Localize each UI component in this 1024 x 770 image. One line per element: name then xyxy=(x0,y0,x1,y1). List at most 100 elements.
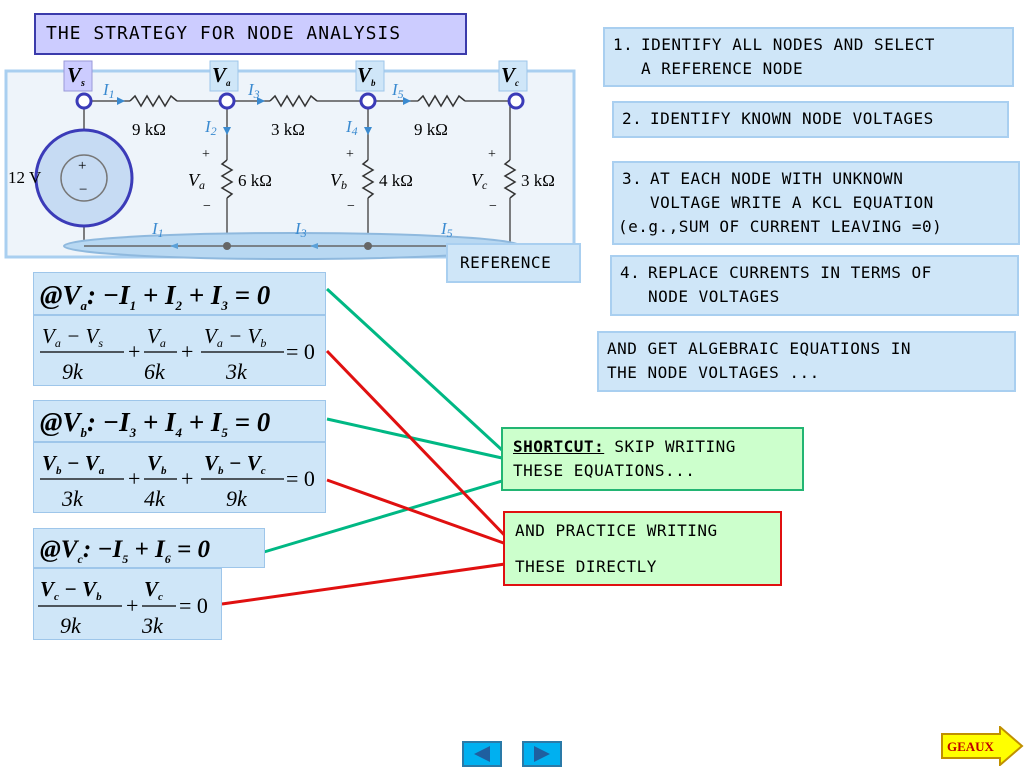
svg-text:+: + xyxy=(181,339,193,364)
resistor-label-6k: 6 kΩ xyxy=(238,171,272,190)
node-label-vb: Vb xyxy=(357,63,376,88)
svg-text:= 0: = 0 xyxy=(179,593,208,618)
bottom-current-label-i5: I5 xyxy=(440,219,453,240)
node-vb xyxy=(359,92,377,110)
practice-note: AND PRACTICE WRITING THESE DIRECTLY xyxy=(503,511,782,586)
svg-text:Vb: Vb xyxy=(147,451,167,477)
step-text: IDENTIFY ALL NODES AND SELECT xyxy=(641,35,935,54)
svg-text:Va: Va xyxy=(147,324,166,350)
equation-vc-nodal: Vc − Vb 9k + Vc 3k = 0 xyxy=(33,568,222,640)
step-2: 2. IDENTIFY KNOWN NODE VOLTAGES xyxy=(612,101,1009,138)
shortcut-note: SHORTCUT: SKIP WRITING THESE EQUATIONS... xyxy=(501,427,804,491)
bottom-current-label-i1: I1 xyxy=(151,219,164,240)
equation-va-kcl: @Va: −I1 + I2 + I3 = 0 xyxy=(33,272,326,315)
vlabel-va: Va xyxy=(188,170,205,192)
step-text: A REFERENCE NODE xyxy=(641,59,804,78)
vc-minus: − xyxy=(489,199,497,214)
step-text: AT EACH NODE WITH UNKNOWN xyxy=(650,169,904,188)
vlabel-vc: Vc xyxy=(471,170,488,192)
node-label-vs: Vs xyxy=(67,63,85,89)
source-minus: − xyxy=(79,182,87,198)
arrow-icon: GEAUX xyxy=(941,724,1024,768)
svg-text:Vc − Vb: Vc − Vb xyxy=(40,577,102,603)
svg-text:+: + xyxy=(181,466,193,491)
svg-text:+: + xyxy=(128,466,140,491)
resistor-label-9k-2: 9 kΩ xyxy=(414,120,448,139)
va-minus: − xyxy=(203,199,211,214)
step-1: 1. IDENTIFY ALL NODES AND SELECT A REFEREN… xyxy=(603,27,1014,87)
equation-va-nodal: Va − Vs 9k + Va 6k + Va − Vb 3k = 0 xyxy=(33,315,326,386)
svg-text:9k: 9k xyxy=(62,359,84,384)
va-plus: + xyxy=(202,147,210,162)
geaux-label: GEAUX xyxy=(947,739,995,754)
algebraic-line-2: THE NODE VOLTAGES ... xyxy=(607,363,820,382)
vb-plus: + xyxy=(346,147,354,162)
source-label: 12 V xyxy=(8,168,42,187)
step-number: 3. xyxy=(622,169,643,188)
node-vs xyxy=(75,92,93,110)
reference-label: REFERENCE xyxy=(446,243,581,283)
resistor-label-4k: 4 kΩ xyxy=(379,171,413,190)
eq-text: @Vc: −I5 + I6 = 0 xyxy=(40,536,210,566)
vc-plus: + xyxy=(488,147,496,162)
vlabel-vb: Vb xyxy=(330,170,347,192)
svg-text:Vc: Vc xyxy=(144,577,163,603)
resistor-label-3k-1: 3 kΩ xyxy=(271,120,305,139)
practice-line-1: AND PRACTICE WRITING xyxy=(515,521,718,540)
svg-text:Vb − Va: Vb − Va xyxy=(42,451,105,477)
svg-text:9k: 9k xyxy=(226,486,248,511)
svg-text:Va − Vb: Va − Vb xyxy=(204,324,266,350)
step-number: 2. xyxy=(622,109,643,128)
svg-text:9k: 9k xyxy=(60,613,82,638)
step-number: 1. xyxy=(613,35,634,54)
svg-text:3k: 3k xyxy=(141,613,164,638)
current-label-i5: I5 xyxy=(391,80,404,101)
voltage-source xyxy=(60,154,108,202)
algebraic-note: AND GET ALGEBRAIC EQUATIONS IN THE NODE V… xyxy=(597,331,1016,392)
shortcut-text: SKIP WRITING xyxy=(604,437,736,456)
vb-minus: − xyxy=(347,199,355,214)
node-vc xyxy=(507,92,525,110)
geaux-button[interactable]: GEAUX xyxy=(940,724,1024,768)
svg-text:3k: 3k xyxy=(61,486,84,511)
step-text: (e.g.,SUM OF CURRENT LEAVING =0) xyxy=(618,217,943,236)
source-plus: + xyxy=(78,158,86,174)
svg-text:+: + xyxy=(128,339,140,364)
shortcut-text-2: THESE EQUATIONS... xyxy=(513,461,696,480)
resistor-label-3k-2: 3 kΩ xyxy=(521,171,555,190)
eq-text: @Vb: −I3 + I4 + I5 = 0 xyxy=(40,407,271,440)
slide-title: THE STRATEGY FOR NODE ANALYSIS xyxy=(34,13,467,55)
step-text: IDENTIFY KNOWN NODE VOLTAGES xyxy=(650,109,934,128)
svg-text:Va − Vs: Va − Vs xyxy=(42,324,103,350)
current-label-i3: I3 xyxy=(247,80,260,101)
svg-text:4k: 4k xyxy=(144,486,166,511)
circuit-diagram: Vs Va Vb Vc I1 I3 I5 I2 I4 I1 I3 I5 9 kΩ… xyxy=(4,60,576,260)
current-label-i2: I2 xyxy=(204,117,217,138)
step-number: 4. xyxy=(620,263,641,282)
bottom-current-label-i3: I3 xyxy=(294,219,307,240)
node-va xyxy=(218,92,236,110)
svg-text:3k: 3k xyxy=(225,359,248,384)
shortcut-label: SHORTCUT: xyxy=(513,437,605,456)
node-label-va: Va xyxy=(212,63,231,88)
node-label-vc: Vc xyxy=(501,63,519,88)
next-button[interactable] xyxy=(522,741,562,767)
voltage-source-highlight xyxy=(34,128,134,228)
eq-text: @Va: −I1 + I2 + I3 = 0 xyxy=(40,280,271,313)
svg-text:Vb − Vc: Vb − Vc xyxy=(204,451,266,477)
current-label-i4: I4 xyxy=(345,117,358,138)
practice-line-2: THESE DIRECTLY xyxy=(515,557,657,576)
equation-vb-kcl: @Vb: −I3 + I4 + I5 = 0 xyxy=(33,400,326,442)
algebraic-line-1: AND GET ALGEBRAIC EQUATIONS IN xyxy=(607,339,911,358)
svg-text:6k: 6k xyxy=(144,359,166,384)
equation-vb-nodal: Vb − Va 3k + Vb 4k + Vb − Vc 9k = 0 xyxy=(33,442,326,513)
svg-text:= 0: = 0 xyxy=(286,339,315,364)
right-triangle-icon xyxy=(534,746,550,762)
previous-button[interactable] xyxy=(462,741,502,767)
equation-vc-kcl: @Vc: −I5 + I6 = 0 xyxy=(33,528,265,568)
step-text: NODE VOLTAGES xyxy=(648,287,780,306)
current-label-i1: I1 xyxy=(102,80,115,101)
